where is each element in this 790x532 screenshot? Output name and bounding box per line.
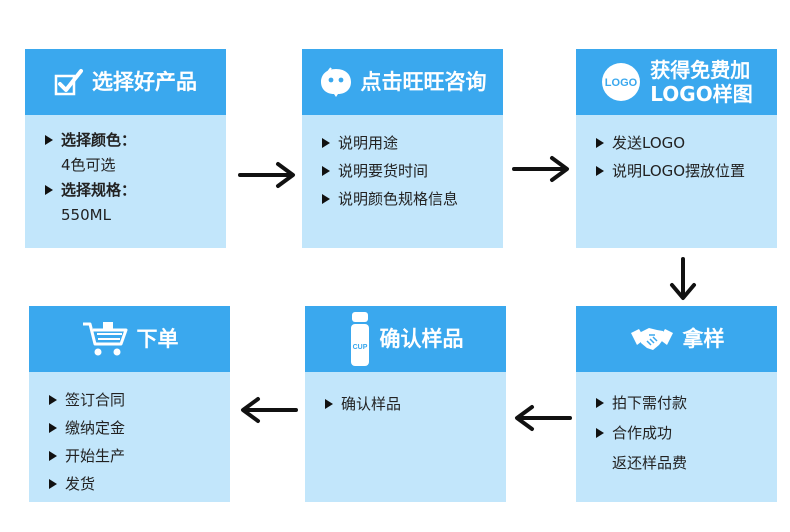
- step-body: 说明用途 说明要货时间 说明颜色规格信息: [302, 115, 503, 213]
- list-item: 说明颜色规格信息: [322, 185, 503, 213]
- step-card-get-sample: 拿样 拍下需付款 合作成功 返还样品费: [576, 306, 777, 502]
- bullet-triangle-icon: [596, 428, 604, 438]
- bullet-triangle-icon: [322, 194, 330, 204]
- bullet-triangle-icon: [596, 138, 604, 148]
- step-header: 下单: [29, 306, 230, 372]
- step-title: 点击旺旺咨询: [360, 70, 487, 94]
- list-item: 发货: [49, 470, 230, 498]
- step-title: 确认样品: [379, 327, 464, 351]
- list-item: 合作成功: [596, 418, 777, 448]
- bullet-triangle-icon: [49, 423, 57, 433]
- step-body: 发送LOGO 说明LOGO摆放位置: [576, 115, 777, 185]
- step-header: LOGO 获得免费加 LOGO样图: [576, 49, 777, 115]
- step-card-free-logo: LOGO 获得免费加 LOGO样图 发送LOGO 说明LOGO摆放位置: [576, 49, 777, 248]
- step-title: 获得免费加 LOGO样图: [650, 58, 753, 106]
- list-item: 确认样品: [325, 390, 506, 418]
- bullet-triangle-icon: [45, 185, 53, 195]
- cup-bottle-icon: CUP: [348, 310, 372, 368]
- list-item: 选择颜色：: [45, 127, 226, 153]
- bullet-triangle-icon: [49, 451, 57, 461]
- shopping-cart-icon: [81, 320, 129, 358]
- list-item: 返还样品费: [612, 454, 688, 472]
- arrow-left-icon: [241, 397, 298, 423]
- list-item: 开始生产: [49, 442, 230, 470]
- checkbox-icon: [54, 68, 84, 96]
- arrow-right-icon: [238, 162, 295, 188]
- list-item: 发送LOGO: [596, 129, 777, 157]
- handshake-icon: [629, 323, 675, 355]
- arrow-right-icon: [512, 156, 569, 182]
- step-header: CUP 确认样品: [305, 306, 506, 372]
- list-item: 说明LOGO摆放位置: [596, 157, 777, 185]
- step-card-confirm-sample: CUP 确认样品 确认样品: [305, 306, 506, 502]
- step-title: 拿样: [682, 327, 725, 351]
- step-body: 签订合同 缴纳定金 开始生产 发货: [29, 372, 230, 498]
- svg-text:LOGO: LOGO: [605, 77, 638, 89]
- step-body: 确认样品: [305, 372, 506, 418]
- logo-badge-icon: LOGO: [600, 61, 642, 103]
- step-header: 拿样: [576, 306, 777, 372]
- step-card-wangwang-consult: 点击旺旺咨询 说明用途 说明要货时间 说明颜色规格信息: [302, 49, 503, 248]
- step-card-select-product: 选择好产品 选择颜色： 4色可选 选择规格： 550ML: [25, 49, 226, 248]
- bullet-triangle-icon: [325, 399, 333, 409]
- list-item: 缴纳定金: [49, 414, 230, 442]
- bullet-triangle-icon: [45, 135, 53, 145]
- bullet-triangle-icon: [49, 395, 57, 405]
- wangwang-chat-icon: [319, 66, 353, 98]
- list-item: 拍下需付款: [596, 388, 777, 418]
- list-item: 说明用途: [322, 129, 503, 157]
- list-item: 签订合同: [49, 386, 230, 414]
- step-title: 下单: [136, 327, 179, 351]
- step-card-place-order: 下单 签订合同 缴纳定金 开始生产 发货: [29, 306, 230, 502]
- bullet-triangle-icon: [596, 166, 604, 176]
- list-item: 选择规格：: [45, 177, 226, 203]
- bullet-triangle-icon: [596, 398, 604, 408]
- step-header: 点击旺旺咨询: [302, 49, 503, 115]
- list-item: 4色可选: [61, 156, 116, 174]
- step-body: 拍下需付款 合作成功 返还样品费: [576, 372, 777, 478]
- svg-text:CUP: CUP: [352, 344, 367, 351]
- step-body: 选择颜色： 4色可选 选择规格： 550ML: [25, 115, 226, 227]
- list-item: 说明要货时间: [322, 157, 503, 185]
- step-header: 选择好产品: [25, 49, 226, 115]
- step-title: 选择好产品: [92, 70, 197, 94]
- arrow-down-icon: [670, 257, 696, 300]
- bullet-triangle-icon: [322, 138, 330, 148]
- list-item: 550ML: [61, 206, 111, 224]
- bullet-triangle-icon: [322, 166, 330, 176]
- bullet-triangle-icon: [49, 479, 57, 489]
- arrow-left-icon: [515, 405, 572, 431]
